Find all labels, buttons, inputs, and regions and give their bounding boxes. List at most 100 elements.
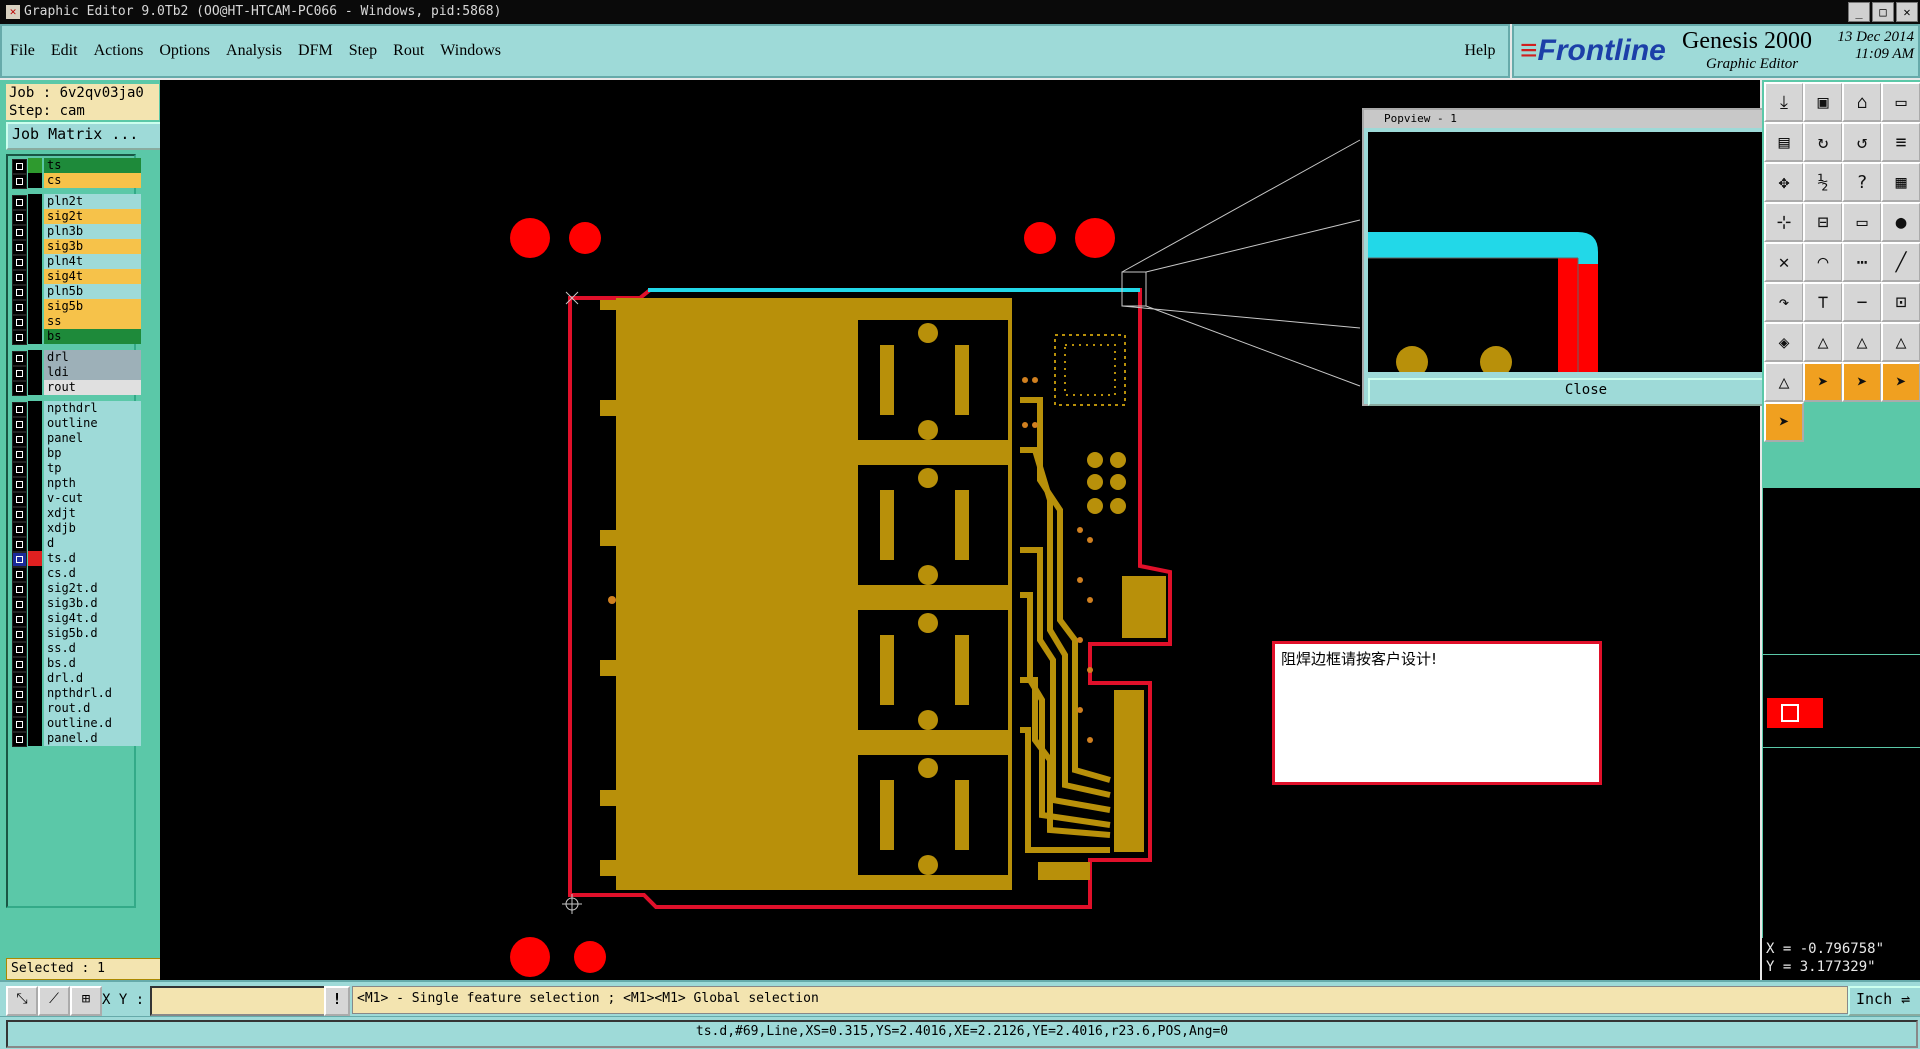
- layer-name[interactable]: panel: [44, 431, 141, 446]
- layer-row-npthdrl-d[interactable]: npthdrl.d: [12, 686, 141, 702]
- layer-row-ldi[interactable]: ldi: [12, 365, 141, 381]
- layer-checkbox[interactable]: [12, 642, 27, 657]
- layer-row-pln4t[interactable]: pln4t: [12, 254, 141, 270]
- layer-name[interactable]: panel.d: [44, 731, 141, 746]
- layer-checkbox[interactable]: [12, 627, 27, 642]
- layer-name[interactable]: ss: [44, 314, 141, 329]
- pcb-drawing[interactable]: [160, 80, 1760, 980]
- layer-name[interactable]: ss.d: [44, 641, 141, 656]
- layer-color-swatch[interactable]: [28, 239, 42, 254]
- menu-file[interactable]: File: [10, 42, 35, 59]
- layer-checkbox[interactable]: [12, 174, 27, 189]
- text-icon[interactable]: ⊤: [1803, 282, 1843, 322]
- pointer-route-icon[interactable]: ➤: [1764, 402, 1804, 442]
- layer-name[interactable]: v-cut: [44, 491, 141, 506]
- layer-row-sig3b[interactable]: sig3b: [12, 239, 141, 255]
- menu-dfm[interactable]: DFM: [298, 42, 333, 59]
- close-window-button[interactable]: ✕: [1896, 2, 1918, 22]
- layer-color-swatch[interactable]: [28, 731, 42, 746]
- layer-color-swatch[interactable]: [28, 431, 42, 446]
- layer-color-swatch[interactable]: [28, 446, 42, 461]
- layer-color-swatch[interactable]: [28, 656, 42, 671]
- pointer-select-icon[interactable]: ➤: [1842, 362, 1882, 402]
- layer-name[interactable]: sig5b: [44, 299, 141, 314]
- layer-checkbox[interactable]: [12, 402, 27, 417]
- job-matrix-button[interactable]: Job Matrix ...: [6, 122, 164, 150]
- layer-checkbox[interactable]: [12, 687, 27, 702]
- net-icon[interactable]: ⋯: [1842, 242, 1882, 282]
- layer-checkbox[interactable]: [12, 159, 27, 174]
- layer-name[interactable]: cs.d: [44, 566, 141, 581]
- menu-help[interactable]: Help: [1464, 42, 1496, 59]
- layer-name[interactable]: sig3b: [44, 239, 141, 254]
- triangle-move-icon[interactable]: △: [1881, 322, 1920, 362]
- menu-step[interactable]: Step: [348, 42, 378, 59]
- layer-color-swatch[interactable]: [28, 158, 42, 173]
- menu-options[interactable]: Options: [159, 42, 211, 59]
- layer-row-panel-d[interactable]: panel.d: [12, 731, 141, 747]
- layer-name[interactable]: cs: [44, 173, 141, 188]
- overview-thumbnail[interactable]: [1767, 698, 1823, 728]
- layer-checkbox[interactable]: [12, 582, 27, 597]
- layer-color-swatch[interactable]: [28, 491, 42, 506]
- layer-color-swatch[interactable]: [28, 671, 42, 686]
- pad-icon[interactable]: ●: [1881, 202, 1920, 242]
- layer-row-tp[interactable]: tp: [12, 461, 141, 477]
- layer-color-swatch[interactable]: [28, 641, 42, 656]
- layer-color-swatch[interactable]: [28, 476, 42, 491]
- layer-name[interactable]: sig5b.d: [44, 626, 141, 641]
- layer-checkbox[interactable]: [12, 702, 27, 717]
- layer-checkbox[interactable]: [12, 210, 27, 225]
- layer-color-swatch[interactable]: [28, 716, 42, 731]
- layer-row-v-cut[interactable]: v-cut: [12, 491, 141, 507]
- layer-checkbox[interactable]: [12, 672, 27, 687]
- layer-color-swatch[interactable]: [28, 401, 42, 416]
- layer-checkbox[interactable]: [12, 612, 27, 627]
- layer-row-pln3b[interactable]: pln3b: [12, 224, 141, 240]
- layer-name[interactable]: rout: [44, 380, 141, 395]
- layer-row-sig5b-d[interactable]: sig5b.d: [12, 626, 141, 642]
- layer-color-swatch[interactable]: [28, 506, 42, 521]
- layer-row-ss-d[interactable]: ss.d: [12, 641, 141, 657]
- menu-analysis[interactable]: Analysis: [226, 42, 283, 59]
- save-icon[interactable]: ▣: [1803, 82, 1843, 122]
- layer-row-drl-d[interactable]: drl.d: [12, 671, 141, 687]
- window-icon[interactable]: ▭: [1881, 82, 1920, 122]
- select-icon[interactable]: ⤡: [6, 986, 38, 1016]
- layer-color-swatch[interactable]: [28, 551, 42, 566]
- layer-color-swatch[interactable]: [28, 566, 42, 581]
- layer-checkbox[interactable]: [12, 597, 27, 612]
- layer-row-sig2t[interactable]: sig2t: [12, 209, 141, 225]
- layer-color-swatch[interactable]: [28, 329, 42, 344]
- layer-checkbox[interactable]: [12, 285, 27, 300]
- execute-button[interactable]: !: [324, 986, 350, 1016]
- scale-icon[interactable]: ½: [1803, 162, 1843, 202]
- minimize-button[interactable]: _: [1848, 2, 1870, 22]
- unit-selector[interactable]: Inch ⇌: [1848, 986, 1920, 1016]
- overview-panel[interactable]: [1762, 488, 1920, 938]
- layer-color-swatch[interactable]: [28, 536, 42, 551]
- layer-checkbox[interactable]: [12, 462, 27, 477]
- layer-checkbox[interactable]: [12, 366, 27, 381]
- layer-name[interactable]: pln4t: [44, 254, 141, 269]
- layer-color-swatch[interactable]: [28, 380, 42, 395]
- layer-checkbox[interactable]: [12, 552, 27, 567]
- zoom-fit-icon[interactable]: ✥: [1764, 162, 1804, 202]
- layer-name[interactable]: pln5b: [44, 284, 141, 299]
- layer-name[interactable]: bs.d: [44, 656, 141, 671]
- layer-name[interactable]: pln3b: [44, 224, 141, 239]
- layer-row-outline-d[interactable]: outline.d: [12, 716, 141, 732]
- help-icon[interactable]: ?: [1842, 162, 1882, 202]
- layer-color-swatch[interactable]: [28, 173, 42, 188]
- layer-color-swatch[interactable]: [28, 254, 42, 269]
- layer-name[interactable]: d: [44, 536, 141, 551]
- pointer-icon[interactable]: ➤: [1803, 362, 1843, 402]
- layer-row-sig4t[interactable]: sig4t: [12, 269, 141, 285]
- layer-row-npthdrl[interactable]: npthdrl: [12, 401, 141, 417]
- open-icon[interactable]: ⤓: [1764, 82, 1804, 122]
- layer-name[interactable]: ts: [44, 158, 141, 173]
- layer-name[interactable]: drl.d: [44, 671, 141, 686]
- layer-color-swatch[interactable]: [28, 269, 42, 284]
- layer-checkbox[interactable]: [12, 537, 27, 552]
- layer-row-cs[interactable]: cs: [12, 173, 141, 189]
